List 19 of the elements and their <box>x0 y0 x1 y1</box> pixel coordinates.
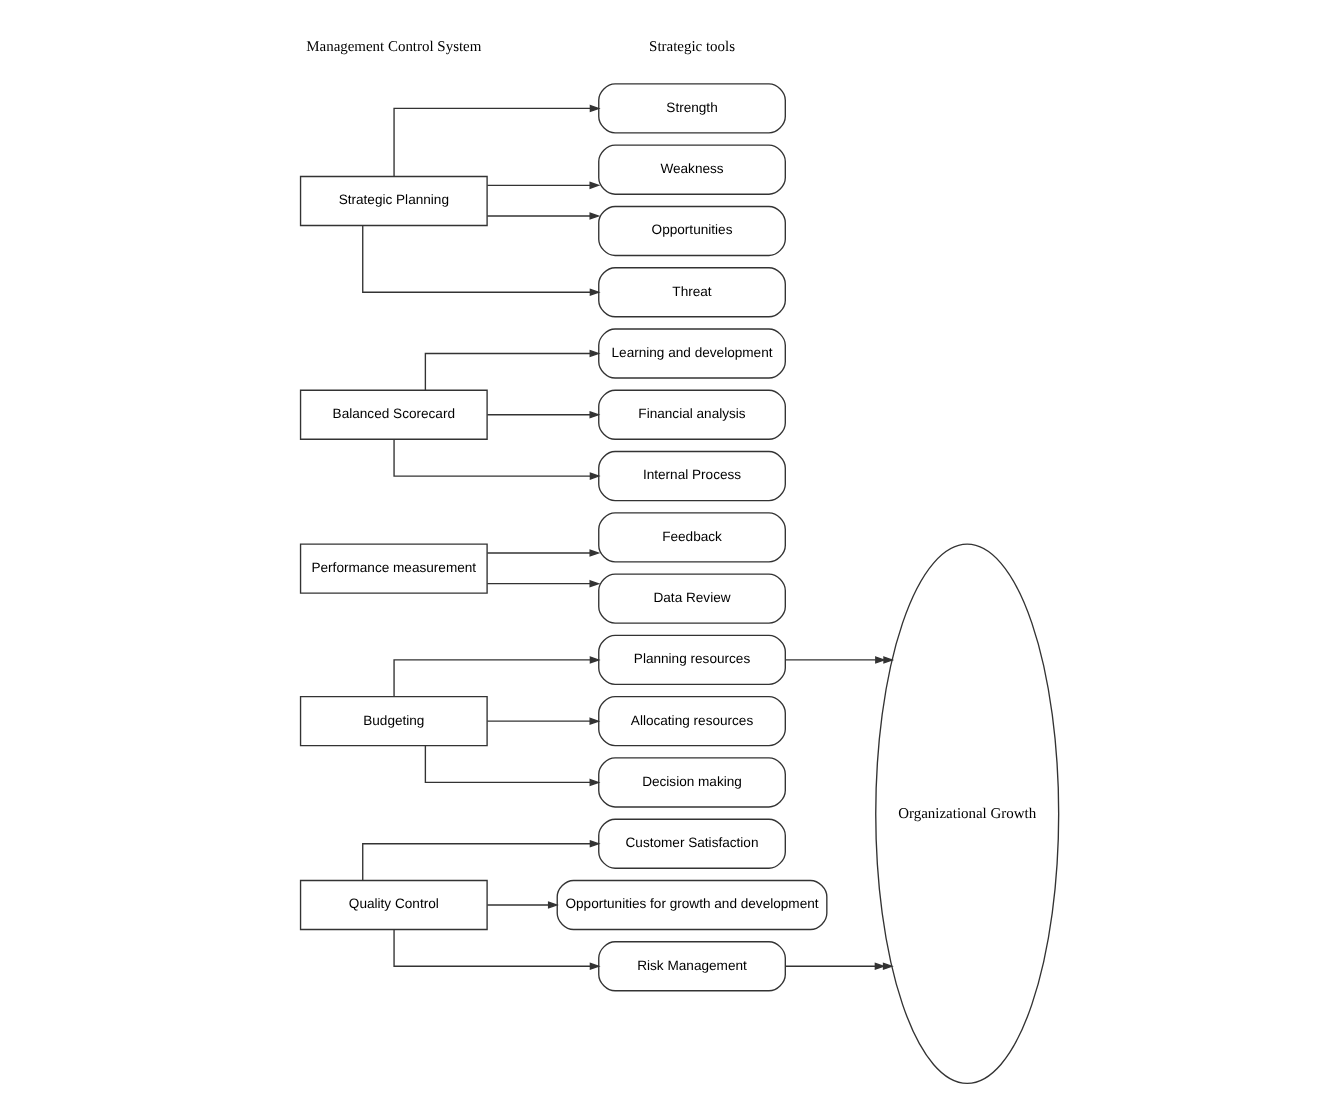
label: Management Control System <box>305 36 481 55</box>
label: Strategic tools <box>648 36 734 55</box>
arrow <box>485 181 600 190</box>
arrow <box>485 410 600 419</box>
arrow <box>485 717 600 725</box>
arrow <box>485 579 600 588</box>
arrow <box>392 928 600 971</box>
arrow <box>783 962 893 971</box>
arrow <box>392 438 600 480</box>
arrow <box>392 656 600 698</box>
arrow <box>361 839 600 882</box>
arrow <box>423 349 600 391</box>
arrow <box>485 901 558 909</box>
arrow <box>423 745 600 787</box>
arrow <box>392 104 600 177</box>
arrow <box>485 212 600 220</box>
arrow <box>485 549 600 557</box>
arrow <box>361 225 600 297</box>
arrow <box>783 656 894 664</box>
